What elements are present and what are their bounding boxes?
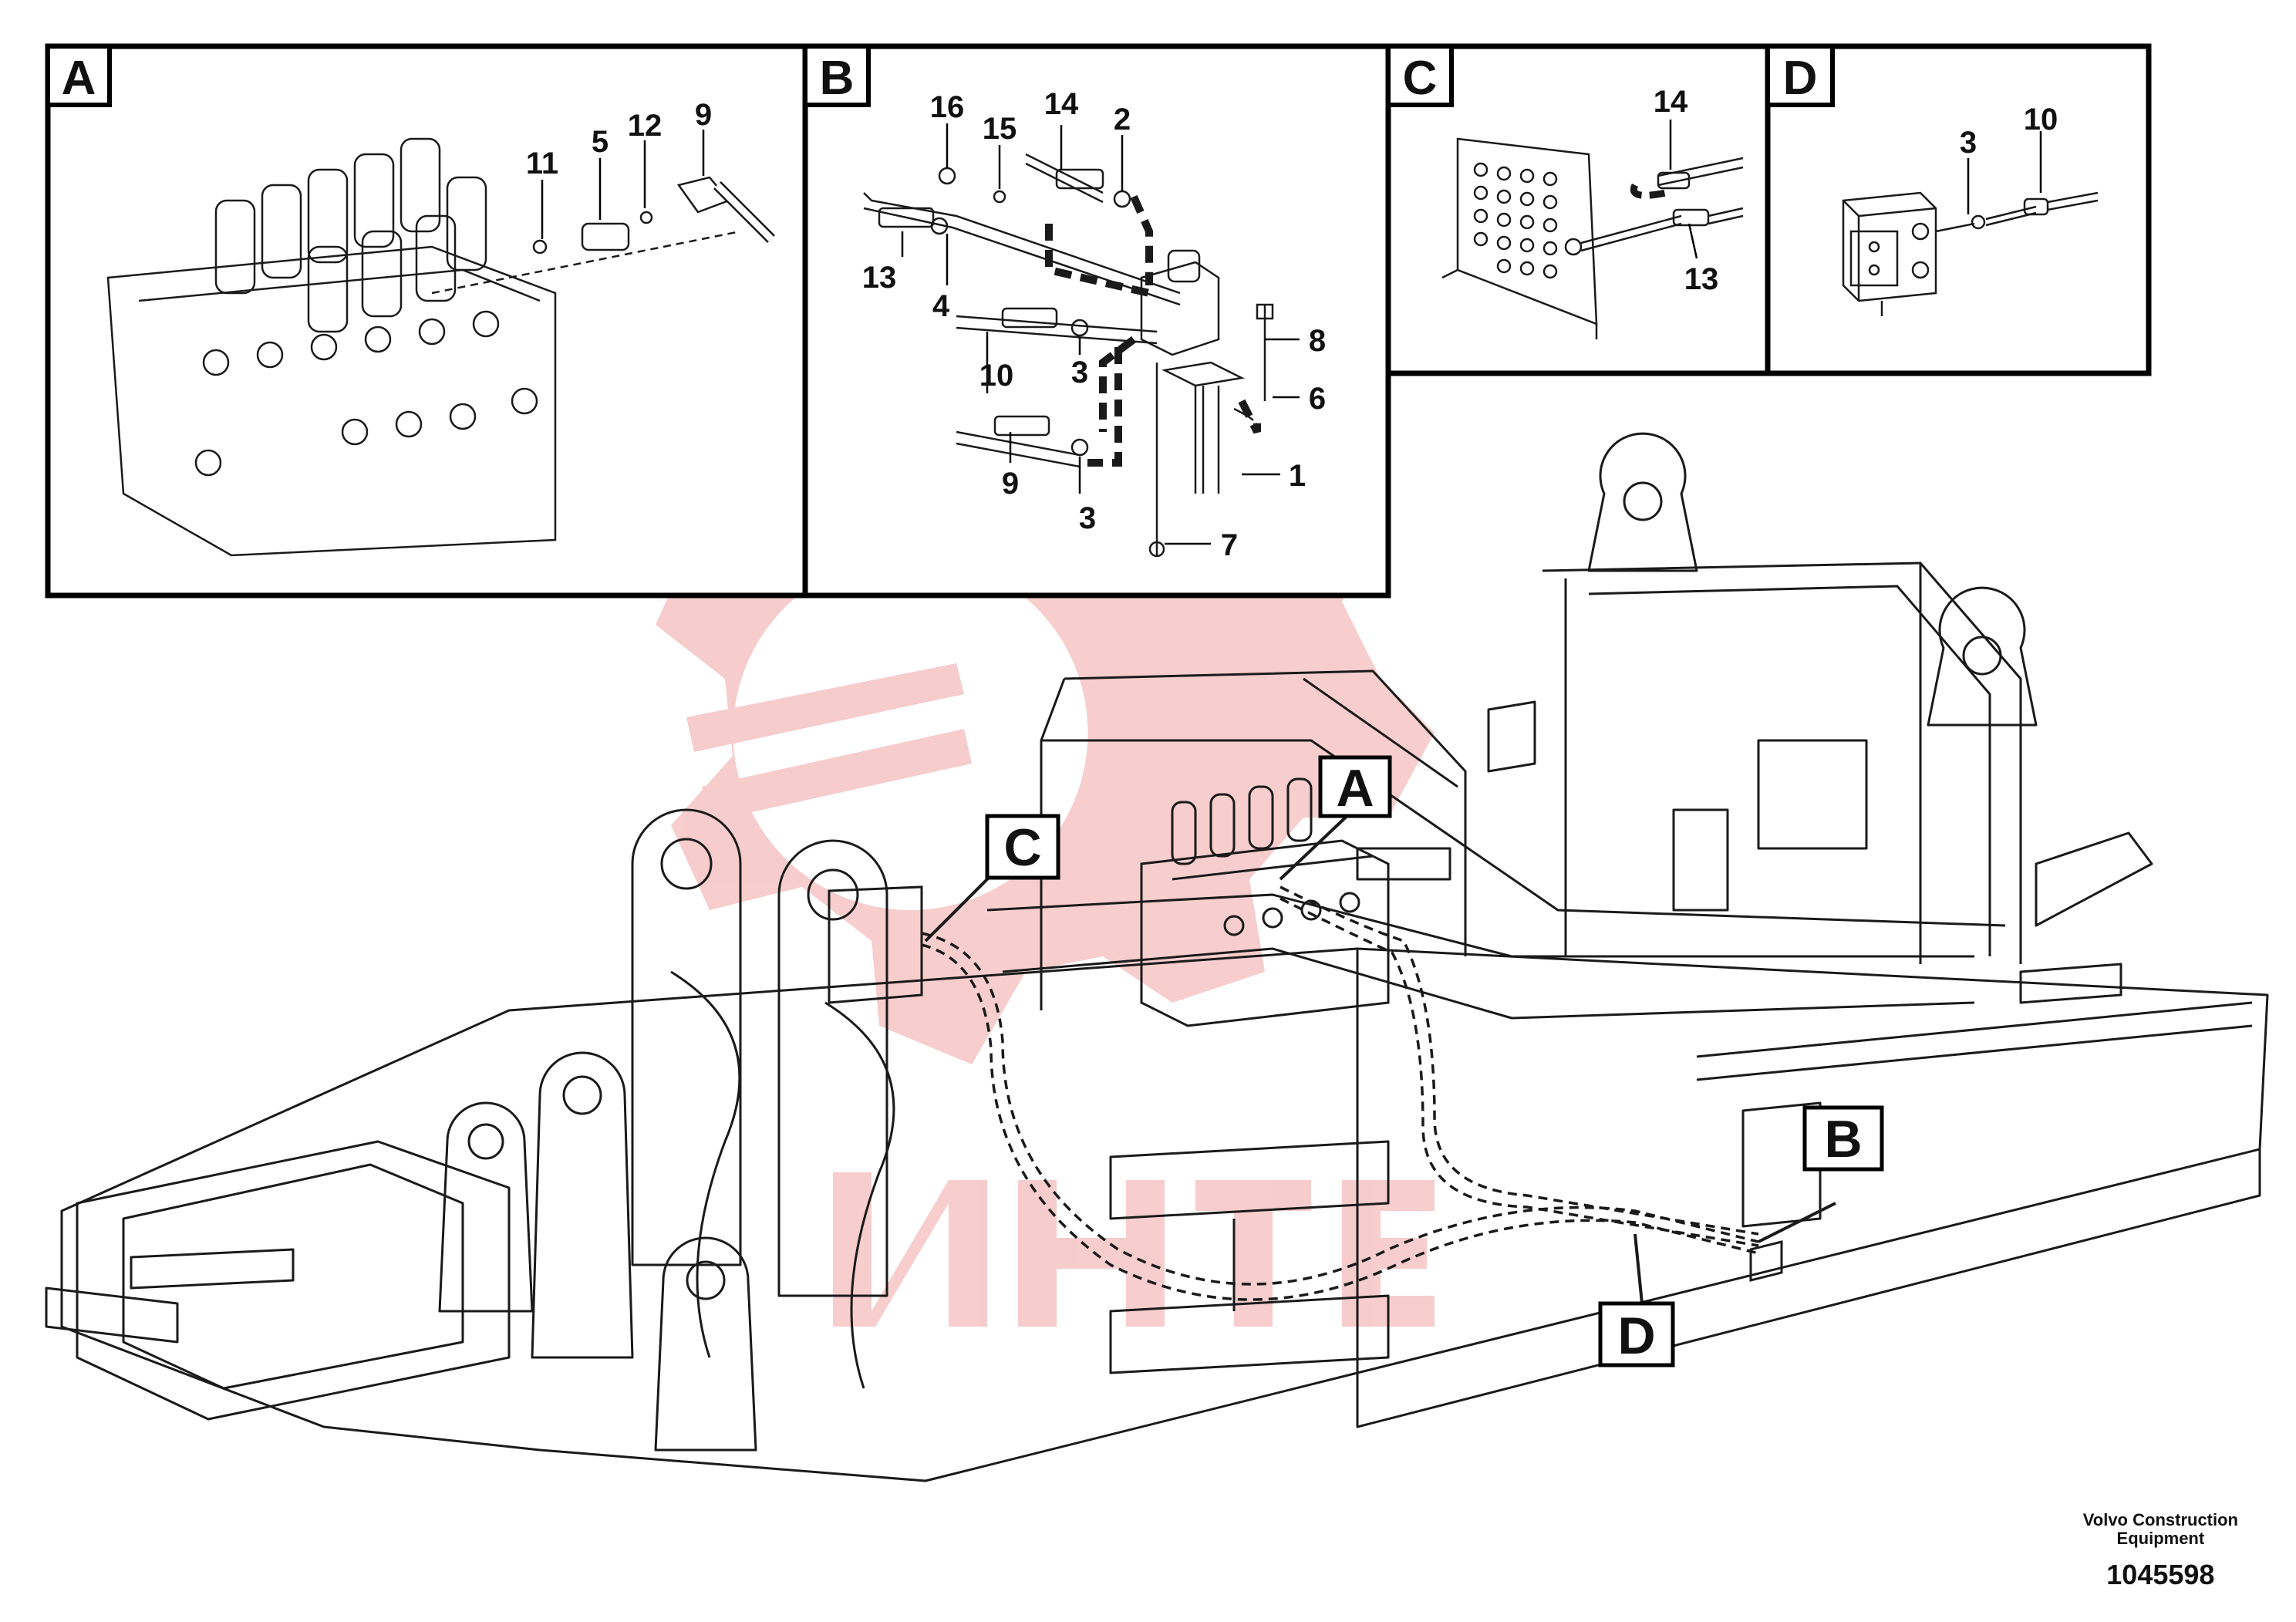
panel-b-callout-14: 7 (1221, 528, 1238, 562)
bracket-detail (828, 885, 1783, 1282)
panel-a-callout-1: 11 (526, 147, 558, 180)
panel-a-label: A (62, 52, 96, 105)
panel-a-callout-2: 5 (592, 125, 609, 159)
location-label-c-text: C (1003, 818, 1041, 877)
panel-b-callout-10: 3 (1079, 501, 1096, 535)
panel-b-callout-5: 13 (862, 261, 897, 295)
panel-b-callout-9: 9 (1002, 467, 1019, 501)
location-label-c: C (985, 814, 1060, 880)
panel-b-callout-11: 8 (1309, 324, 1326, 358)
panel-b-callout-12: 6 (1309, 382, 1326, 416)
detail-panel-d: D 3 10 (1765, 43, 2152, 376)
panel-b-label: B (820, 52, 855, 105)
panel-c-callout-2: 13 (1684, 262, 1719, 296)
excavator-frame-drawing (45, 432, 2269, 1482)
panel-c-callout-1: 14 (1654, 85, 1688, 119)
panel-b-callout-6: 4 (932, 289, 950, 323)
location-label-d-text: D (1617, 1307, 1655, 1365)
panel-c-label: C (1403, 52, 1438, 105)
document-number: 1045598 (2106, 1559, 2215, 1590)
brand-line-1: Volvo Construction (2082, 1510, 2238, 1529)
location-label-b-text: B (1824, 1110, 1862, 1168)
panel-d-callout-2: 10 (2024, 103, 2058, 137)
location-label-b: B (1802, 1105, 1884, 1172)
footer-credit: Volvo Construction Equipment 1045598 (2083, 1511, 2238, 1591)
panel-b-callout-8: 3 (1071, 356, 1088, 389)
hose-routes (921, 885, 1759, 1301)
panel-b-callout-3: 14 (1044, 87, 1079, 121)
panel-d-callout-1: 3 (1960, 126, 1977, 160)
location-label-a-text: A (1336, 759, 1374, 818)
brand-line-2: Equipment (2116, 1529, 2205, 1548)
panel-a-callout-3: 12 (628, 109, 663, 143)
location-label-a: A (1318, 755, 1392, 818)
panel-b-callout-2: 15 (983, 112, 1017, 146)
panel-b-callout-1: 16 (930, 90, 965, 124)
panel-b-callout-7: 10 (979, 359, 1014, 393)
detail-panel-a: A 11 5 (45, 43, 808, 599)
location-label-d: D (1598, 1301, 1675, 1367)
panel-b-callout-4: 2 (1114, 103, 1131, 137)
panel-a-callout-4: 9 (695, 98, 712, 132)
panel-d-label: D (1783, 52, 1818, 105)
main-control-valve (1140, 777, 1390, 1027)
detail-panel-b: B (802, 43, 1391, 599)
panel-b-callout-13: 1 (1289, 459, 1306, 493)
detail-panel-c: C 14 13 (1385, 43, 1771, 376)
